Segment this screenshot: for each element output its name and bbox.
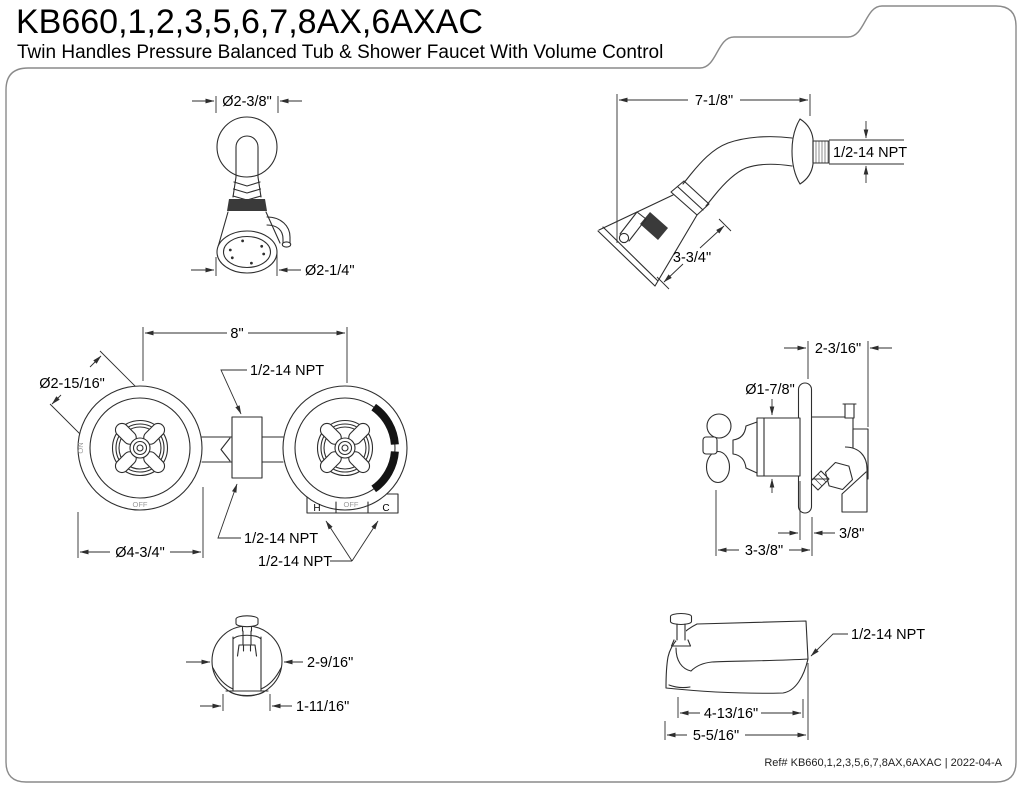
dim-flange-diameter: Ø2-3/8" (222, 94, 271, 110)
shower-arm-front (235, 135, 259, 178)
dim-inlet-thread: 1/2-14 NPT (258, 554, 332, 570)
spray-nozzles (228, 239, 266, 265)
diverter-knob-side (669, 612, 693, 647)
footer-reference: Ref# KB660,1,2,3,5,6,7,8AX,6AXAC | 2022-… (764, 757, 1002, 769)
dim-head-length: 3-3/4" (673, 250, 711, 266)
shower-arm-side (682, 136, 793, 207)
dim-handle-projection: 3-3/8" (745, 543, 783, 559)
right-cross-handle (316, 419, 374, 477)
dim-spout-width: 2-9/16" (307, 655, 353, 671)
outlet-elbow (841, 446, 868, 513)
handle-bell (732, 421, 758, 474)
shower-face-inner (222, 235, 272, 269)
shower-face-outer (216, 230, 278, 274)
head-collar-band-side (640, 212, 668, 240)
head-lever-side (619, 211, 647, 242)
arm-thread-nipple (812, 140, 830, 164)
dim-head-diameter: Ø2-1/4" (305, 263, 354, 279)
page-border (5, 5, 1017, 783)
diverter-knob-front (235, 615, 259, 657)
dim-arm-thread: 1/2-14 NPT (833, 145, 907, 161)
drawing-shower-head-side: 7-1/8" 1/2-14 NPT 3-3/4" (597, 93, 907, 290)
dim-wall-depth: 2-3/16" (815, 341, 861, 357)
drawing-spout-side: 1/2-14 NPT 4-13/16" 5-5/16" (664, 612, 925, 744)
outlet-threads (809, 470, 830, 491)
label-on-left: ON (76, 442, 85, 453)
arm-connector-nut (670, 180, 710, 216)
knob-mask-side (676, 623, 686, 641)
dim-arm-reach: 7-1/8" (695, 93, 733, 109)
dim-spout-body-length: 4-13/16" (704, 706, 758, 722)
spout-side-body (665, 620, 809, 694)
page-subtitle: Twin Handles Pressure Balanced Tub & Sho… (17, 42, 663, 63)
shower-lever-front (266, 216, 291, 244)
page-title: KB660,1,2,3,5,6,7,8AX,6AXAC (16, 3, 483, 41)
center-outlet-block (231, 416, 263, 479)
drawing-valve-side: 2-3/16" Ø1-7/8" 3/8" 3-3/8" (702, 341, 892, 559)
left-cross-handle (111, 419, 169, 477)
drawing-spout-front: 2-9/16" 1-11/16" (186, 615, 353, 715)
dim-spout-thread: 1/2-14 NPT (851, 627, 925, 643)
knob-mask (242, 624, 252, 645)
dim-escutcheon-diameter: Ø4-3/4" (115, 545, 164, 561)
dim-plate-depth: 3/8" (839, 526, 864, 542)
shower-flange-circle (216, 116, 278, 178)
dim-handle-diameter: Ø2-15/16" (39, 376, 105, 392)
drawing-shower-head-front: Ø2-3/8" Ø2-1/4" (191, 94, 354, 279)
label-cold: C (382, 503, 389, 514)
dim-bottom-outlet-thread: 1/2-14 NPT (244, 531, 318, 547)
shower-collar-band (227, 199, 267, 211)
label-hot: H (313, 503, 320, 514)
dim-top-outlet-thread: 1/2-14 NPT (250, 363, 324, 379)
dim-hub-diameter: Ø1-7/8" (745, 382, 794, 398)
header: KB660,1,2,3,5,6,7,8AX,6AXAC Twin Handles… (16, 3, 663, 63)
label-off-right: OFF (344, 500, 359, 509)
wall-flange (791, 118, 814, 185)
outlet-nut (824, 461, 854, 491)
stop-stem (844, 403, 855, 419)
drawing-valve-front: 8" Ø2-15/16" ON OFF (39, 326, 408, 570)
shower-head-side (597, 194, 698, 287)
dim-spout-overall-length: 5-5/16" (693, 728, 739, 744)
cross-handle-side (702, 413, 732, 484)
dim-handle-centers: 8" (230, 326, 243, 342)
label-off-left: OFF (133, 500, 148, 509)
volume-indicator-arc (371, 403, 399, 445)
dim-spout-base-width: 1-11/16" (296, 699, 349, 715)
